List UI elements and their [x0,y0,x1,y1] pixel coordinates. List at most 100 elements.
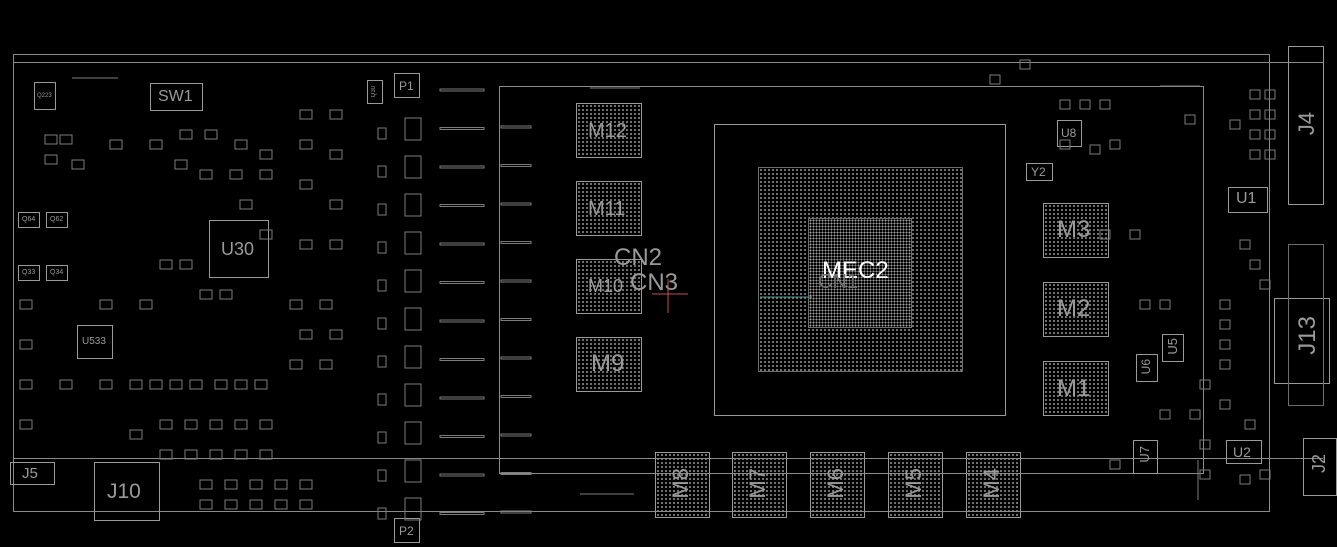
smd-part [204,129,218,140]
memory-chip-m4[interactable] [966,452,1021,518]
memory-chip-m11[interactable] [576,181,642,236]
mosfet [404,497,422,521]
crystal-y2[interactable] [1026,163,1053,181]
connector-j5[interactable] [10,462,55,485]
label-y2: Y2 [1031,165,1046,179]
smd-part [99,379,113,390]
smd-part [129,429,143,440]
chip-u6[interactable] [1136,354,1158,382]
smd-part [179,259,193,270]
board-rail-top [13,62,1323,63]
chip-u2[interactable] [1226,440,1262,464]
resistor [377,393,387,406]
smd-part [234,139,248,150]
chip-u533[interactable] [77,325,113,359]
smd-part [299,109,313,120]
smd-part [184,449,198,460]
smd-part [169,379,183,390]
smd-part [1264,109,1276,120]
smd-part [189,379,203,390]
smd-part [234,419,248,430]
smd-part [214,379,228,390]
memory-chip-m8[interactable] [655,452,710,518]
label-m1: M1 [1057,375,1091,402]
smd-part [179,129,193,140]
memory-chip-m12[interactable] [576,103,642,158]
pad-p1[interactable] [394,73,420,98]
smd-part [1159,299,1171,310]
memory-chip-m6[interactable] [810,452,865,518]
smd-part [19,419,33,430]
smd-part [19,379,33,390]
smd-part [1259,469,1271,480]
vrm-pad [500,433,532,437]
memory-chip-m10[interactable] [576,259,642,314]
smd-part [199,289,213,300]
vrm-pad [439,127,485,130]
smd-part [209,419,223,430]
vrm-pad [439,319,485,323]
smd-part [1249,89,1261,100]
label-cn3: CN3 [630,269,679,296]
smd-part [234,449,248,460]
vrm-pad [500,395,532,398]
label-m12: M12 [588,120,627,142]
smd-part [329,199,343,210]
component-q64[interactable] [18,212,40,228]
resistor [377,241,387,254]
smd-part [254,379,268,390]
chip-u5[interactable] [1162,334,1184,362]
connector-j10[interactable] [94,462,160,521]
component-q223[interactable] [34,82,56,110]
smd-part [1239,474,1251,485]
mosfet [404,155,422,179]
component-q34[interactable] [46,265,68,281]
vrm-pad [439,435,485,438]
memory-chip-m2[interactable] [1043,282,1109,337]
component-q30[interactable] [367,80,383,104]
vrm-pad [439,473,485,477]
memory-chip-m5[interactable] [888,452,943,518]
smd-part [129,379,143,390]
smd-part [71,159,85,170]
smd-part [1219,299,1231,310]
pad-p2[interactable] [394,518,420,543]
label-u2: U2 [1233,444,1251,460]
component-q62[interactable] [46,212,68,228]
memory-chip-m9[interactable] [576,337,642,392]
smd-part [159,259,173,270]
smd-part [1219,319,1231,330]
smd-part [1059,99,1071,110]
resistor [377,127,387,140]
chip-u7[interactable] [1133,440,1158,474]
smd-part [1249,149,1261,160]
switch-sw1[interactable] [150,83,203,111]
chip-u1[interactable] [1228,187,1268,213]
smd-part [259,419,273,430]
smd-part [149,139,163,150]
vrm-pad [500,164,532,167]
connector-j13[interactable] [1274,298,1330,384]
memory-chip-m1[interactable] [1043,361,1109,416]
resistor [377,203,387,216]
memory-chip-m3[interactable] [1043,203,1109,258]
label-p2: P2 [399,524,414,538]
smd-part [1199,439,1211,450]
vrm-pad [500,356,532,360]
memory-chip-m7[interactable] [732,452,787,518]
smd-part [1229,119,1241,130]
vrm-pad [500,279,532,283]
label-u1: U1 [1236,190,1257,207]
label-q62: Q62 [50,216,64,223]
component-q33[interactable] [18,265,40,281]
smd-part [19,299,33,310]
label-m2: M2 [1057,295,1091,322]
mosfet [404,117,422,141]
label-mec2: MEC2 [822,257,889,284]
smd-part [329,239,343,250]
label-u8: U8 [1061,126,1077,140]
connector-j4[interactable] [1288,46,1324,205]
chip-u30[interactable] [209,220,269,278]
gpu-package[interactable] [714,124,1006,416]
smd-part [249,499,263,510]
